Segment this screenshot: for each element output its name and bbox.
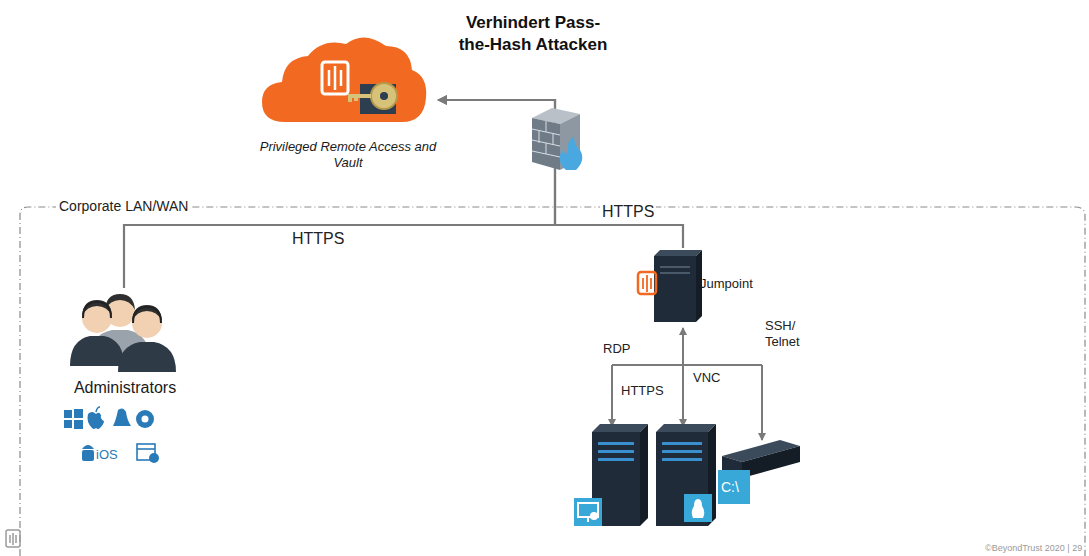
copyright-footer: ©BeyondTrust 2020 | 29 — [985, 543, 1082, 554]
callout-title: Verhindert Pass-the-Hash Attacken — [458, 12, 608, 56]
corner-logo — [6, 530, 20, 547]
protocol-label: VNC — [693, 370, 720, 386]
drive-label: C:\ — [721, 479, 739, 496]
jumpoint-node: Jumpoint — [636, 248, 766, 292]
edge-label: HTTPS — [600, 202, 656, 221]
protocol-label: SSH/ Telnet — [765, 318, 809, 350]
os-label: iOS — [96, 447, 118, 463]
administrators-node: Administrators — [50, 288, 200, 398]
cloud-service-node: Privileged Remote Access and Vault — [258, 35, 438, 171]
os-icons — [64, 407, 159, 463]
edge-label: HTTPS — [290, 229, 346, 248]
region-label: Corporate LAN/WAN — [56, 198, 191, 215]
cloud-icon — [262, 37, 426, 122]
administrators-icon — [70, 294, 176, 372]
protocol-label: HTTPS — [621, 383, 664, 399]
firewall-icon — [532, 108, 582, 170]
network-boundary — [20, 207, 1085, 556]
node-text: Privileged Remote Access and Vault — [258, 139, 438, 171]
jumpoint-server — [638, 250, 702, 322]
target-servers — [574, 424, 800, 526]
connector — [124, 100, 555, 288]
jumpoint-links — [612, 328, 762, 440]
protocol-label: RDP — [603, 341, 630, 357]
connector — [438, 100, 683, 248]
node-text: Jumpoint — [700, 276, 766, 292]
node-text: Administrators — [50, 378, 200, 398]
